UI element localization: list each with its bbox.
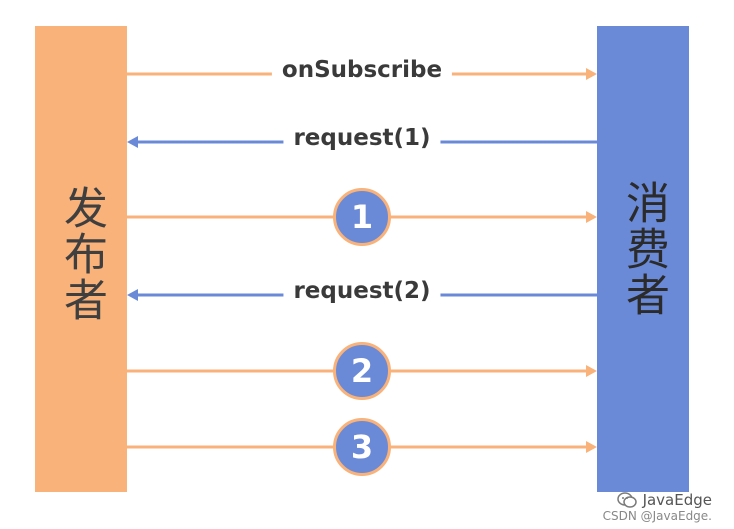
- consumer-block: 消费者: [597, 26, 689, 492]
- message-label-1: onSubscribe: [271, 57, 453, 83]
- wechat-icon: [616, 492, 637, 508]
- publisher-label: 发布者: [56, 185, 107, 323]
- message-label-4: request(2): [283, 278, 441, 304]
- step-badge-1: 1: [333, 188, 391, 246]
- message-label-2: request(1): [283, 125, 441, 151]
- message-arrowhead-2: [127, 136, 138, 148]
- step-badge-2: 2: [333, 342, 391, 400]
- message-arrowhead-1: [586, 68, 597, 80]
- message-arrowhead-4: [127, 289, 138, 301]
- message-arrowhead-5: [586, 365, 597, 377]
- watermark-brand-row: JavaEdge: [603, 491, 712, 509]
- watermark-source: CSDN @JavaEdge.: [602, 509, 712, 523]
- message-arrowhead-3: [586, 211, 597, 223]
- step-badge-3: 3: [333, 418, 391, 476]
- watermark-brand: JavaEdge: [642, 491, 712, 509]
- watermark: JavaEdge CSDN @JavaEdge.: [603, 491, 712, 523]
- consumer-label: 消费者: [618, 180, 669, 318]
- message-arrowhead-6: [586, 441, 597, 453]
- publisher-block: 发布者: [35, 26, 127, 492]
